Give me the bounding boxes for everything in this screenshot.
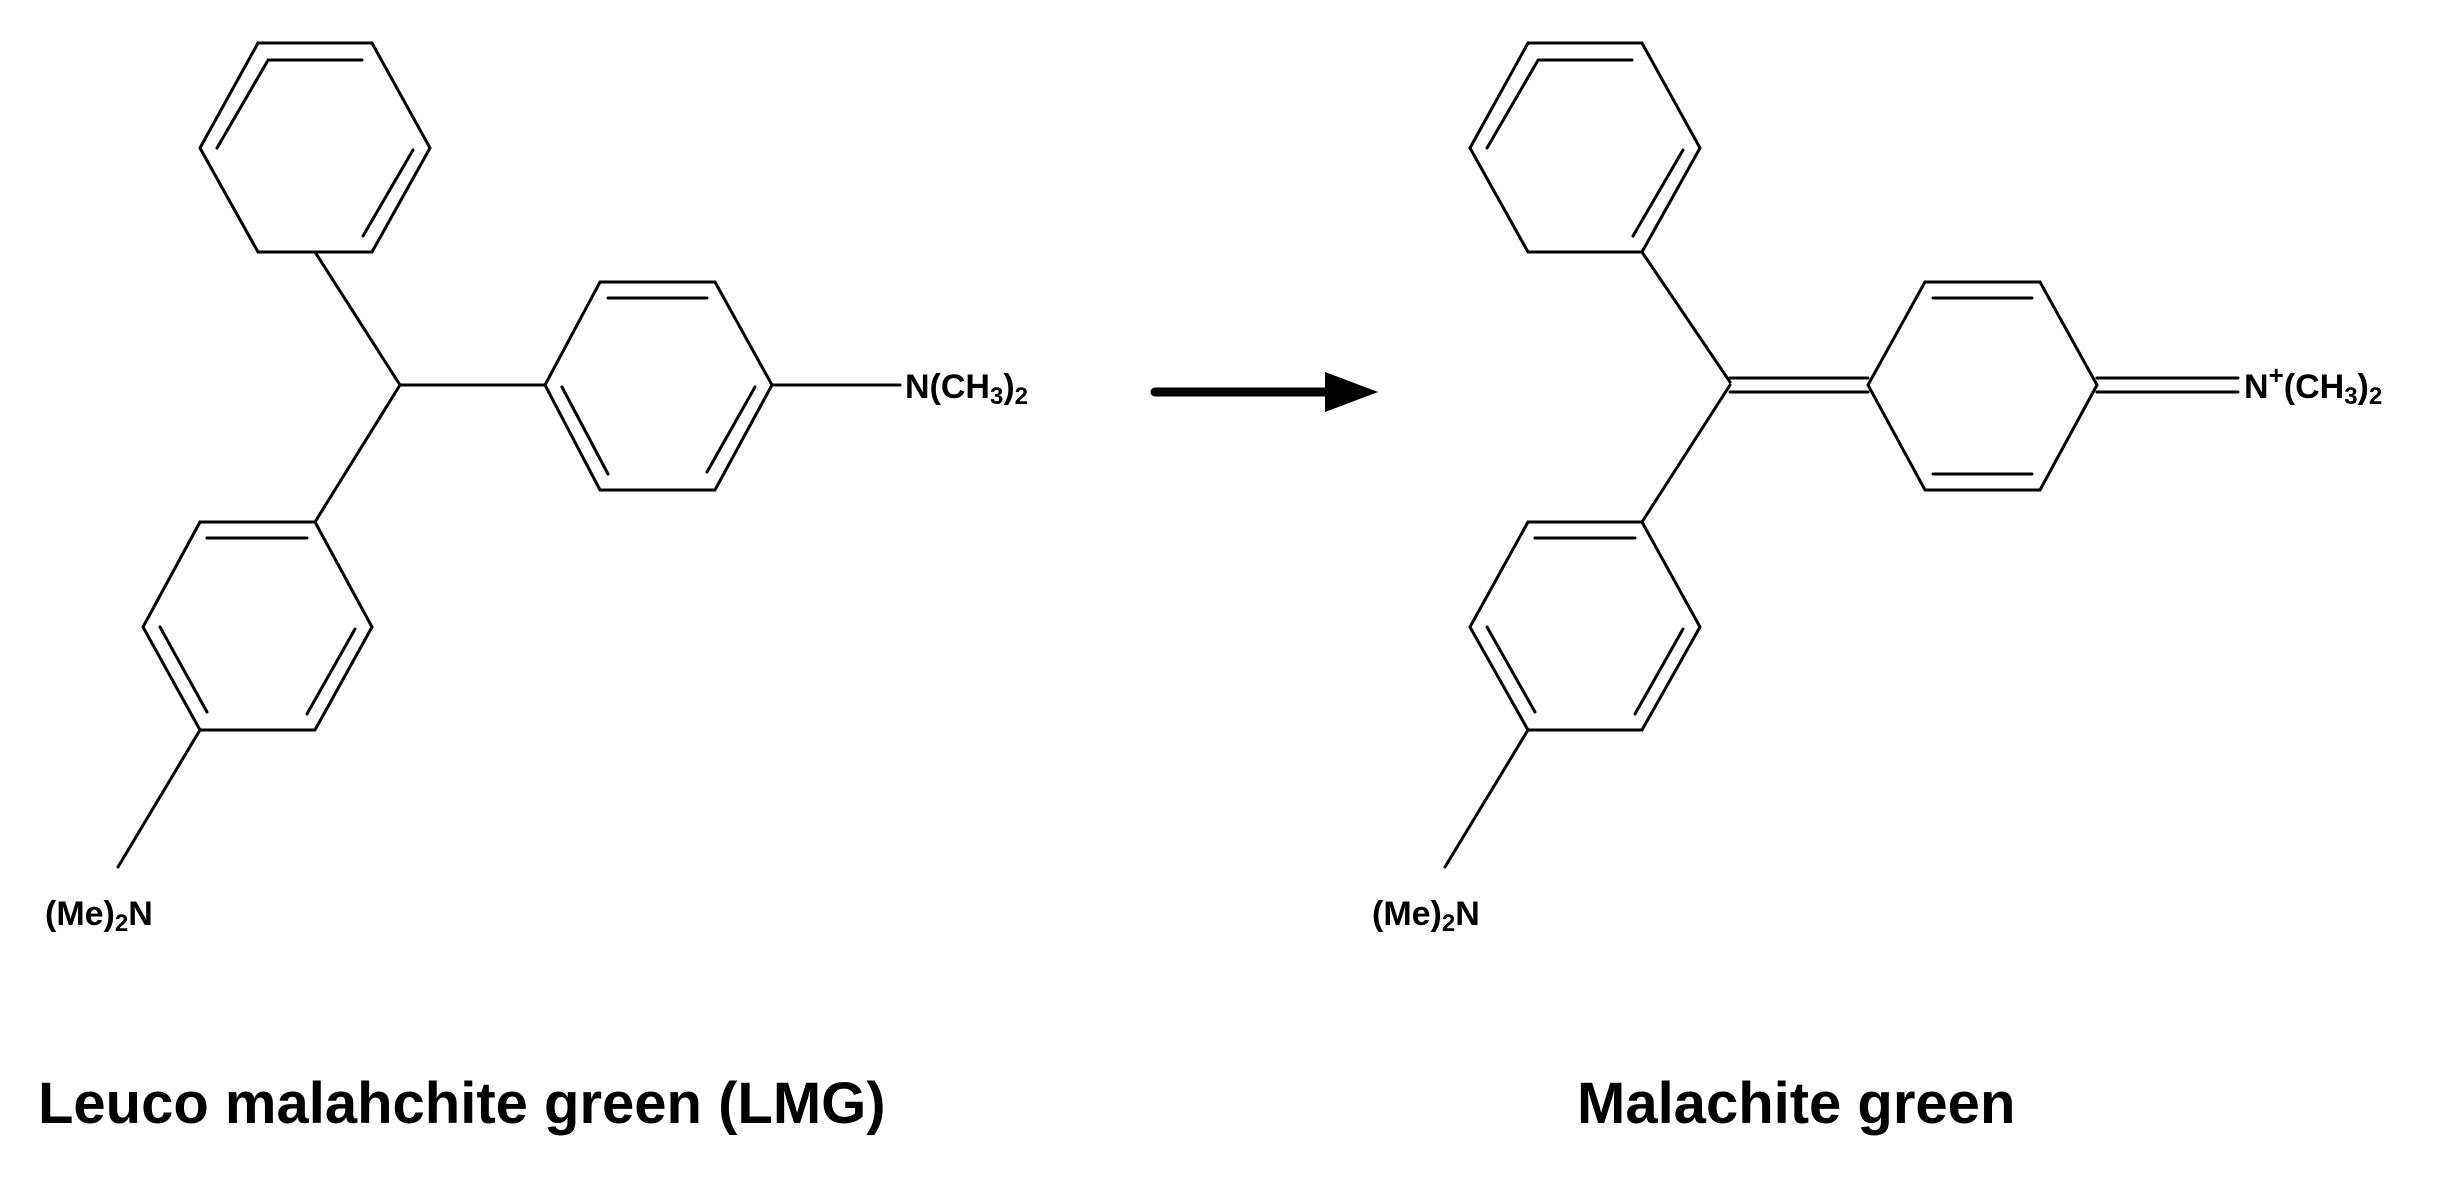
mg-molecule xyxy=(1443,41,2240,869)
lmg-right-para-ring xyxy=(543,280,774,492)
mg-bond-to-bottom-amine xyxy=(1443,728,1530,869)
lmg-bond-bottom xyxy=(313,383,402,524)
mg-top-phenyl-ring xyxy=(1468,41,1702,254)
mg-amine-bottom-label: (Me)2N xyxy=(1372,895,1480,937)
mg-quinoid-ring xyxy=(1866,280,2099,492)
mg-bond-top xyxy=(1640,250,1732,384)
lmg-bond-to-bottom-amine xyxy=(116,728,202,869)
mg-bottom-para-ring xyxy=(1468,520,1702,732)
lmg-top-phenyl-ring xyxy=(198,41,432,254)
mg-amine-right-label: N+(CH3)2 xyxy=(2244,360,2382,410)
lmg-amine-right-label: N(CH3)2 xyxy=(905,368,1028,410)
mg-bond-bottom xyxy=(1640,383,1732,524)
lmg-molecule xyxy=(116,41,902,869)
mg-caption: Malachite green xyxy=(1577,1071,2016,1136)
lmg-bottom-para-ring xyxy=(141,520,374,732)
lmg-amine-bottom-label: (Me)2N xyxy=(45,895,153,937)
lmg-bond-top xyxy=(313,250,402,387)
reaction-arrow xyxy=(1150,372,1378,412)
lmg-caption: Leuco malahchite green (LMG) xyxy=(38,1071,886,1136)
